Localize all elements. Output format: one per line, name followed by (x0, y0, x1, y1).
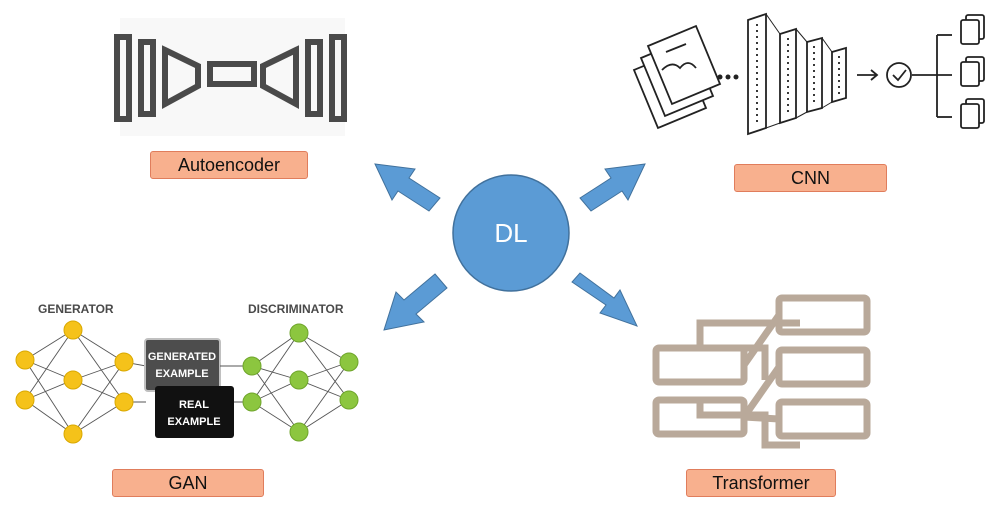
real-example-box: REAL EXAMPLE (155, 386, 234, 438)
svg-text:REAL: REAL (179, 399, 209, 411)
autoencoder-label: Autoencoder (150, 151, 308, 179)
svg-text:GENERATED: GENERATED (148, 351, 216, 363)
arrow-to-cnn (579, 163, 646, 212)
output-branch-icon (912, 34, 952, 118)
generator-edges (24, 329, 147, 435)
arrow-right-icon (857, 69, 879, 81)
transformer-label: Transformer (686, 469, 836, 497)
arrow-to-transformer (571, 272, 638, 327)
gan-icon: GENERATOR DISCRIMINATOR GENERATED EXAMPL… (15, 302, 359, 444)
arrow-to-autoencoder (374, 163, 441, 212)
discriminator-edges (220, 332, 350, 433)
generator-title: GENERATOR (38, 302, 114, 316)
output-document-icons (960, 14, 985, 129)
transformer-icon (652, 294, 871, 449)
discriminator-title: DISCRIMINATOR (248, 302, 344, 316)
document-stack-icon (632, 24, 722, 130)
autoencoder-icon (114, 18, 347, 136)
check-circle-icon (886, 62, 912, 88)
arrow-to-gan (383, 273, 448, 331)
cnn-icon (632, 12, 985, 136)
svg-text:EXAMPLE: EXAMPLE (167, 416, 220, 428)
generated-example-box: GENERATED EXAMPLE (144, 338, 221, 392)
gan-label: GAN (112, 469, 264, 497)
cnn-layers-icon (747, 12, 847, 136)
discriminator-nodes (242, 323, 359, 442)
cnn-label: CNN (734, 164, 887, 192)
ellipsis-icon (717, 74, 739, 80)
svg-text:EXAMPLE: EXAMPLE (155, 368, 208, 380)
dl-label: DL (494, 218, 527, 248)
generator-nodes (15, 320, 134, 444)
dl-center-node: DL (452, 174, 570, 292)
